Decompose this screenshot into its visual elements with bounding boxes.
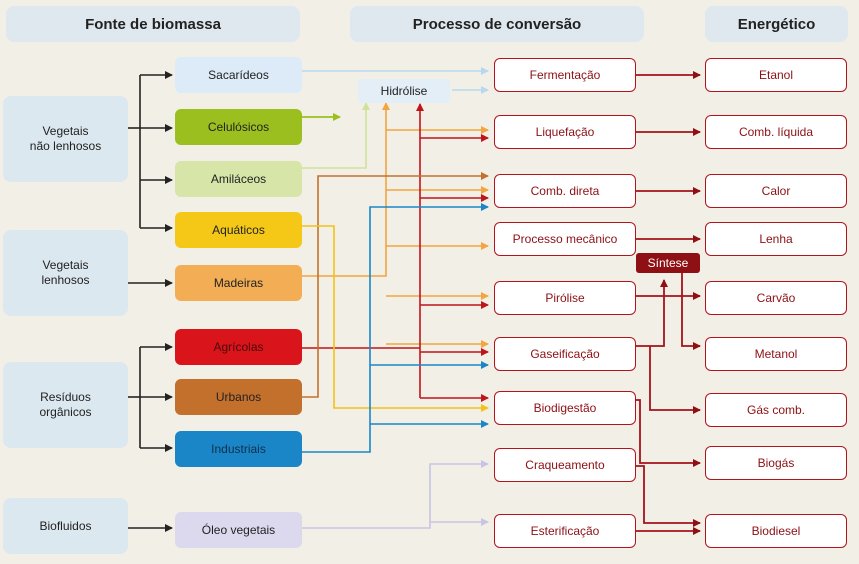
energy-lenha: Lenha: [705, 222, 847, 256]
energy-biodiesel: Biodiesel: [705, 514, 847, 548]
process-gaseificacao: Gaseificação: [494, 337, 636, 371]
source-aquaticos: Aquáticos: [175, 212, 302, 248]
group-residuos-organicos: Resíduos orgânicos: [3, 362, 128, 448]
header-fonte: Fonte de biomassa: [6, 6, 300, 42]
source-urbanos: Urbanos: [175, 379, 302, 415]
sintese-box: Síntese: [636, 253, 700, 273]
hidrolise-box: Hidrólise: [358, 79, 450, 103]
energy-biogas: Biogás: [705, 446, 847, 480]
group-vegetais-nao-lenhosos: Vegetais não lenhosos: [3, 96, 128, 182]
energy-metanol: Metanol: [705, 337, 847, 371]
process-pirolise: Pirólise: [494, 281, 636, 315]
energy-calor: Calor: [705, 174, 847, 208]
process-fermentacao: Fermentação: [494, 58, 636, 92]
source-madeiras: Madeiras: [175, 265, 302, 301]
energy-etanol: Etanol: [705, 58, 847, 92]
energy-gas-comb: Gás comb.: [705, 393, 847, 427]
process-liquefacao: Liquefação: [494, 115, 636, 149]
energy-carvao: Carvão: [705, 281, 847, 315]
source-amilaceos: Amiláceos: [175, 161, 302, 197]
process-comb-direta: Comb. direta: [494, 174, 636, 208]
process-esterificacao: Esterificação: [494, 514, 636, 548]
source-agricolas: Agrícolas: [175, 329, 302, 365]
energy-comb-liquida: Comb. líquida: [705, 115, 847, 149]
header-processo: Processo de conversão: [350, 6, 644, 42]
group-connectors: [128, 71, 173, 532]
process-processo-mecanico: Processo mecânico: [494, 222, 636, 256]
process-biodigestao: Biodigestão: [494, 391, 636, 425]
source-celulosicos: Celulósicos: [175, 109, 302, 145]
group-biofluidos: Biofluidos: [3, 498, 128, 554]
source-industriais: Industriais: [175, 431, 302, 467]
process-craqueamento: Craqueamento: [494, 448, 636, 482]
source-sacarideos: Sacarídeos: [175, 57, 302, 93]
group-vegetais-lenhosos: Vegetais lenhosos: [3, 230, 128, 316]
source-oleo-vegetais: Óleo vegetais: [175, 512, 302, 548]
header-energetico: Energético: [705, 6, 848, 42]
